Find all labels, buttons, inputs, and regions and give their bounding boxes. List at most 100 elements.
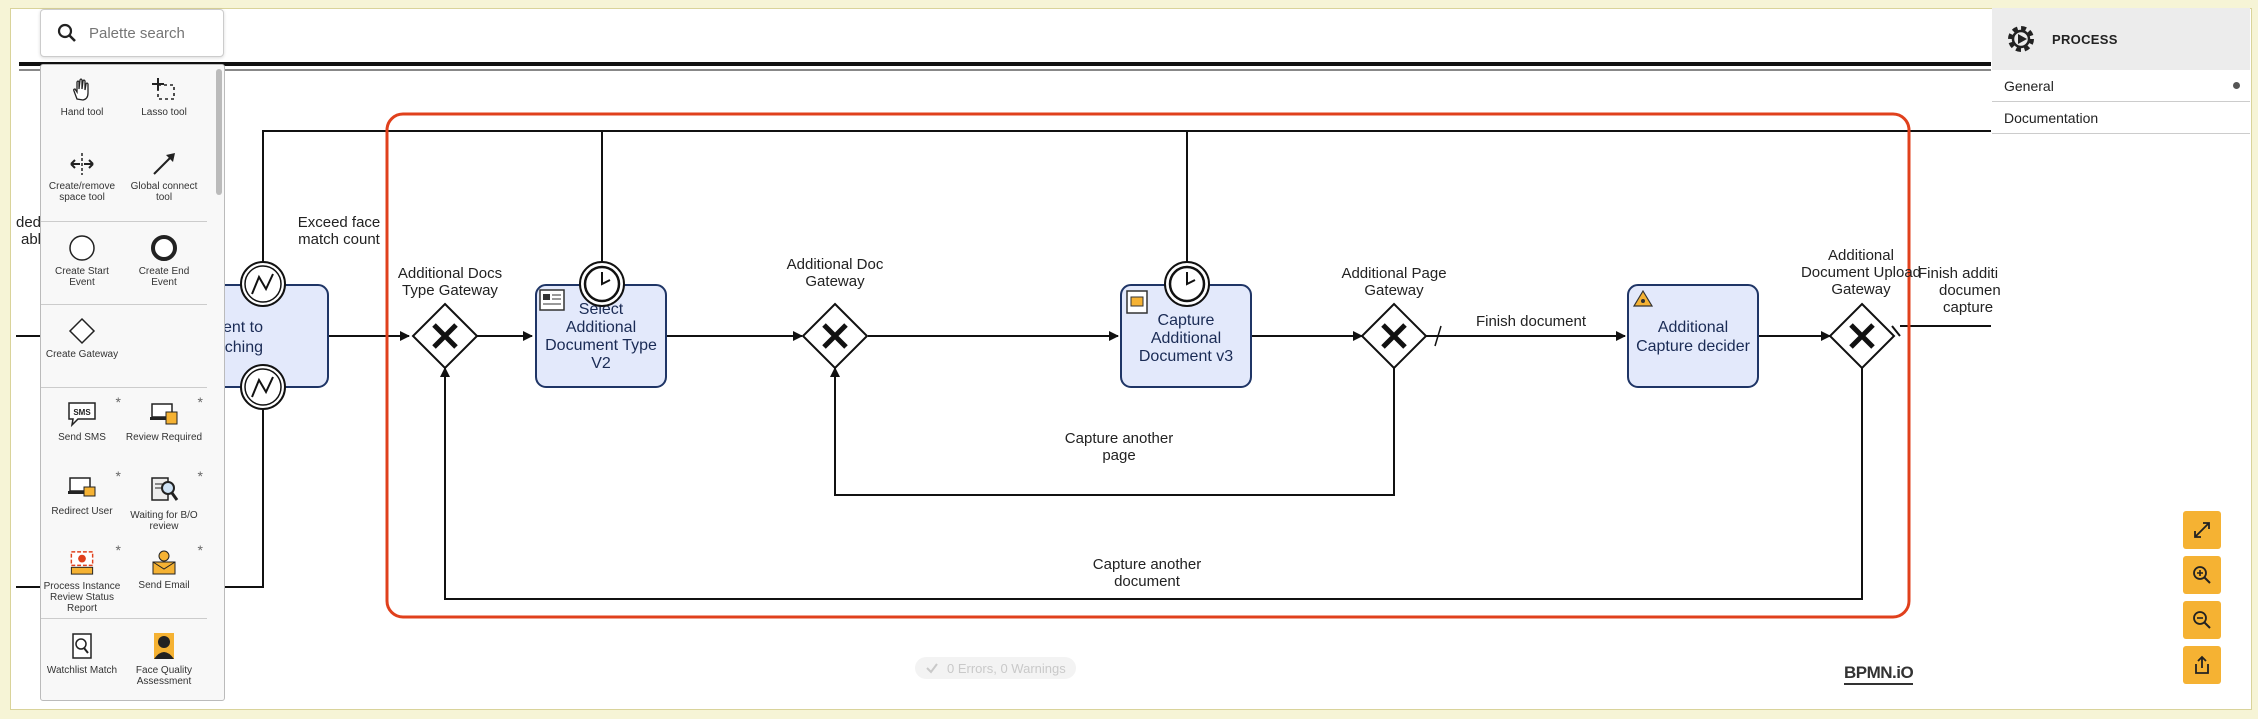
gateway-additional-document-upload[interactable] — [1828, 302, 1896, 370]
palette-scrollbar[interactable] — [216, 69, 222, 195]
palette-entry-space-tool[interactable]: Create/remove space tool — [41, 143, 123, 217]
end-event-icon — [151, 235, 177, 261]
properties-panel[interactable]: PROCESS General Documentation — [1992, 8, 2250, 140]
selection-box[interactable] — [385, 112, 1911, 619]
gateway-label: Gateway — [1364, 282, 1424, 299]
report-icon — [70, 551, 94, 575]
flow-label-exceed: match count — [298, 231, 381, 248]
palette-entry-redirect-user[interactable]: * Redirect User — [51, 468, 121, 517]
palette-group-gateways: Create Gateway — [41, 305, 207, 388]
lasso-icon — [152, 78, 175, 100]
id-card-icon — [1126, 290, 1148, 314]
palette-entry-global-connect[interactable]: Global connect tool — [123, 143, 205, 217]
space-tool-icon — [70, 153, 94, 175]
palette-entry-lasso-tool[interactable]: Lasso tool — [123, 69, 205, 143]
star-icon: * — [197, 542, 203, 558]
gateway-additional-page[interactable] — [1360, 302, 1428, 370]
palette-entry-status-report[interactable]: * Process Instance Review Status Report — [43, 542, 121, 614]
gateway-label: Type Gateway — [402, 282, 498, 299]
palette-search-input[interactable] — [87, 23, 211, 43]
svg-text:Additional: Additional — [1658, 319, 1728, 336]
star-icon: * — [115, 468, 121, 484]
palette-search[interactable] — [40, 9, 224, 57]
bpmn-io-logo[interactable]: BPMN.iO — [1844, 663, 1914, 685]
flow-label-finish-additional: capture — [1943, 299, 1993, 316]
palette-entry-watchlist-match[interactable]: Watchlist Match — [41, 623, 123, 697]
palette-group-checks: Watchlist Match Face Quality Assessment — [41, 619, 207, 700]
form-icon — [539, 289, 565, 311]
properties-title: PROCESS — [2052, 31, 2118, 47]
palette-group-custom-tasks: * SMS Send SMS * Review Required * Re — [41, 388, 207, 619]
palette-group-events: Create Start Event Create End Event — [41, 222, 207, 305]
properties-group-documentation[interactable]: Documentation — [1992, 102, 2250, 134]
redirect-icon — [68, 477, 96, 497]
svg-text:Additional: Additional — [1151, 330, 1221, 347]
decision-icon — [1632, 289, 1654, 307]
process-gear-icon — [2008, 26, 2034, 52]
watchlist-icon — [72, 633, 92, 659]
flow-label-another-page: page — [1102, 447, 1135, 464]
waiting-review-icon — [151, 477, 179, 501]
gateway-additional-doc[interactable] — [801, 302, 869, 370]
flow-label-finish-additional: documen — [1939, 282, 2001, 299]
palette-group-tools: Hand tool Lasso tool Create/remove space… — [41, 65, 207, 222]
share-icon — [2195, 655, 2209, 674]
fit-viewport-button[interactable] — [2183, 511, 2221, 549]
gateway-label: Gateway — [805, 273, 865, 290]
gateway-label: Additional — [1828, 247, 1894, 264]
svg-text:SMS: SMS — [73, 408, 91, 417]
boundary-event-escalation-bottom[interactable] — [240, 364, 286, 410]
properties-header: PROCESS — [1992, 8, 2250, 70]
star-icon: * — [197, 394, 203, 410]
flow-label-exceed: Exceed face — [298, 214, 381, 231]
flow-label-another-document: document — [1114, 573, 1181, 590]
palette-entry-gateway[interactable]: Create Gateway — [41, 309, 123, 383]
zoom-in-button[interactable] — [2183, 556, 2221, 594]
palette-entry-face-quality[interactable]: Face Quality Assessment — [123, 623, 205, 697]
timer-boundary-event-2[interactable] — [1164, 261, 1210, 307]
star-icon: * — [115, 394, 121, 410]
palette-entry-start-event[interactable]: Create Start Event — [41, 226, 123, 300]
task-capture-additional-document[interactable]: Capture Additional Document v3 — [1120, 284, 1252, 388]
diagram-canvas-frame[interactable]: ocument to ce Matching Select Additional… — [10, 8, 2252, 710]
svg-text:Document v3: Document v3 — [1139, 348, 1233, 365]
star-icon: * — [197, 468, 203, 484]
bpmn-canvas[interactable]: ocument to ce Matching Select Additional… — [11, 9, 2251, 709]
flow-label-another-document: Capture another — [1093, 556, 1201, 573]
expand-icon — [2194, 522, 2210, 538]
gateway-label: Gateway — [1831, 281, 1891, 298]
tool-palette[interactable]: Hand tool Lasso tool Create/remove space… — [40, 64, 225, 701]
task-additional-capture-decider[interactable]: Additional Capture decider — [1627, 284, 1759, 388]
sms-icon: SMS — [68, 402, 96, 428]
svg-text:Additional: Additional — [566, 319, 636, 336]
svg-text:Document Type: Document Type — [545, 337, 657, 354]
svg-text:Select: Select — [579, 301, 624, 318]
svg-text:Capture decider: Capture decider — [1636, 338, 1751, 355]
hand-icon — [73, 78, 89, 101]
gateway-label: Document Upload — [1801, 264, 1921, 281]
export-button[interactable] — [2183, 646, 2221, 684]
star-icon: * — [115, 542, 121, 558]
lane-borders — [19, 62, 1991, 71]
gateway-additional-docs-type[interactable] — [411, 302, 479, 370]
palette-entry-send-email[interactable]: * Send Email — [138, 542, 203, 591]
palette-entry-waiting-review[interactable]: * Waiting for B/O review — [130, 468, 203, 532]
indicator-dot-icon — [2233, 82, 2240, 89]
boundary-event-escalation-top[interactable] — [240, 261, 286, 307]
validation-status[interactable]: 0 Errors, 0 Warnings — [915, 657, 1076, 679]
palette-entry-review-required[interactable]: * Review Required — [125, 394, 203, 443]
flow-label-another-page: Capture another — [1065, 430, 1173, 447]
zoom-out-icon — [2193, 611, 2211, 629]
email-icon — [152, 550, 176, 575]
gateway-label: Additional Docs — [398, 265, 502, 282]
review-icon — [150, 403, 178, 425]
task-select-additional-document-type[interactable]: Select Additional Document Type V2 — [535, 284, 667, 388]
zoom-out-button[interactable] — [2183, 601, 2221, 639]
search-icon — [57, 23, 76, 42]
flow-label-finish-additional: Finish additi — [1918, 265, 1998, 282]
palette-entry-hand-tool[interactable]: Hand tool — [41, 69, 123, 143]
palette-entry-send-sms[interactable]: * SMS Send SMS — [58, 394, 121, 443]
palette-entry-end-event[interactable]: Create End Event — [123, 226, 205, 300]
timer-boundary-event-1[interactable] — [579, 261, 625, 307]
properties-group-general[interactable]: General — [1992, 70, 2250, 102]
